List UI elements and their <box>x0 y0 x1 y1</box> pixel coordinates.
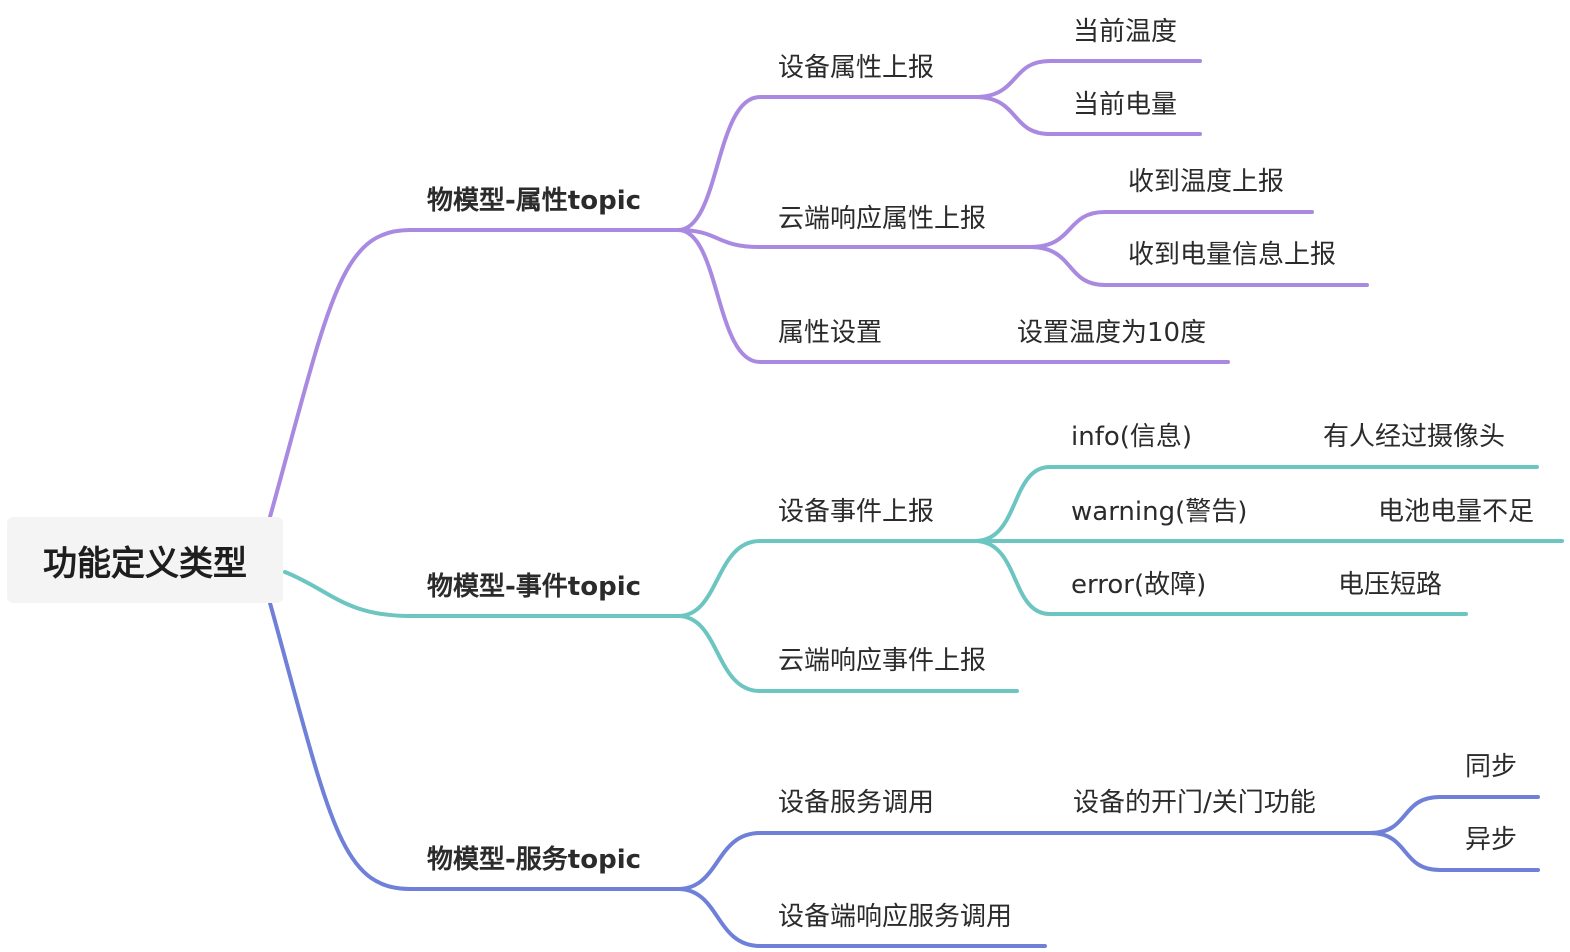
node-event-error[interactable]: error(故障) <box>1071 570 1207 600</box>
connector-leaf-current-battery <box>973 95 1202 136</box>
node-device-service-call[interactable]: 设备服务调用 <box>778 788 935 818</box>
connector-property-setting <box>676 228 1230 364</box>
node-temperature-received[interactable]: 收到温度上报 <box>1128 167 1285 197</box>
branch-service-label[interactable]: 物模型-服务topic <box>427 845 642 875</box>
node-event-warning[interactable]: warning(警告) <box>1071 497 1248 527</box>
node-cloud-event-response[interactable]: 云端响应事件上报 <box>778 646 987 676</box>
root-label: 功能定义类型 <box>43 543 247 584</box>
connector-leaf-sync <box>1368 795 1540 835</box>
node-device-event-report[interactable]: 设备事件上报 <box>778 497 935 527</box>
node-current-temperature[interactable]: 当前温度 <box>1073 17 1178 47</box>
node-current-battery[interactable]: 当前电量 <box>1073 90 1178 120</box>
node-property-setting[interactable]: 属性设置 <box>778 318 883 348</box>
node-sync[interactable]: 同步 <box>1465 752 1518 782</box>
branch-property-label[interactable]: 物模型-属性topic <box>427 186 642 216</box>
connector-root-event <box>283 570 682 618</box>
node-voltage-short[interactable]: 电压短路 <box>1338 570 1443 600</box>
connector-leaf-battery-received <box>1028 245 1369 287</box>
connector-root-service <box>268 601 682 891</box>
node-person-passed-camera[interactable]: 有人经过摄像头 <box>1323 422 1506 452</box>
node-event-info[interactable]: info(信息) <box>1071 422 1193 452</box>
connector-property-cloud-response <box>676 228 1037 249</box>
node-set-temperature[interactable]: 设置温度为10度 <box>1017 318 1207 348</box>
node-device-property-report[interactable]: 设备属性上报 <box>778 53 935 83</box>
connector-property-device-report <box>676 95 982 232</box>
branch-event-label[interactable]: 物模型-事件topic <box>427 572 642 602</box>
node-battery-info-received[interactable]: 收到电量信息上报 <box>1128 240 1337 270</box>
node-battery-low[interactable]: 电池电量不足 <box>1378 497 1535 527</box>
root-node[interactable]: 功能定义类型 <box>7 517 283 603</box>
node-device-service-response[interactable]: 设备端响应服务调用 <box>778 902 1013 932</box>
connector-event-cloud-response <box>676 614 1019 693</box>
connector-root-property <box>268 228 682 519</box>
connector-event-error <box>973 539 1468 616</box>
connector-leaf-async <box>1368 831 1540 872</box>
connector-event-device-report <box>676 539 982 618</box>
node-async[interactable]: 异步 <box>1465 825 1518 855</box>
connector-leaf-temp-received <box>1028 210 1314 249</box>
connector-leaf-current-temp <box>973 59 1202 99</box>
node-door-open-close[interactable]: 设备的开门/关门功能 <box>1073 788 1316 818</box>
node-cloud-property-response[interactable]: 云端响应属性上报 <box>778 204 987 234</box>
connector-event-info <box>973 465 1539 543</box>
connector-service-device-response <box>676 887 1047 948</box>
connector-service-device-call <box>676 831 1377 891</box>
